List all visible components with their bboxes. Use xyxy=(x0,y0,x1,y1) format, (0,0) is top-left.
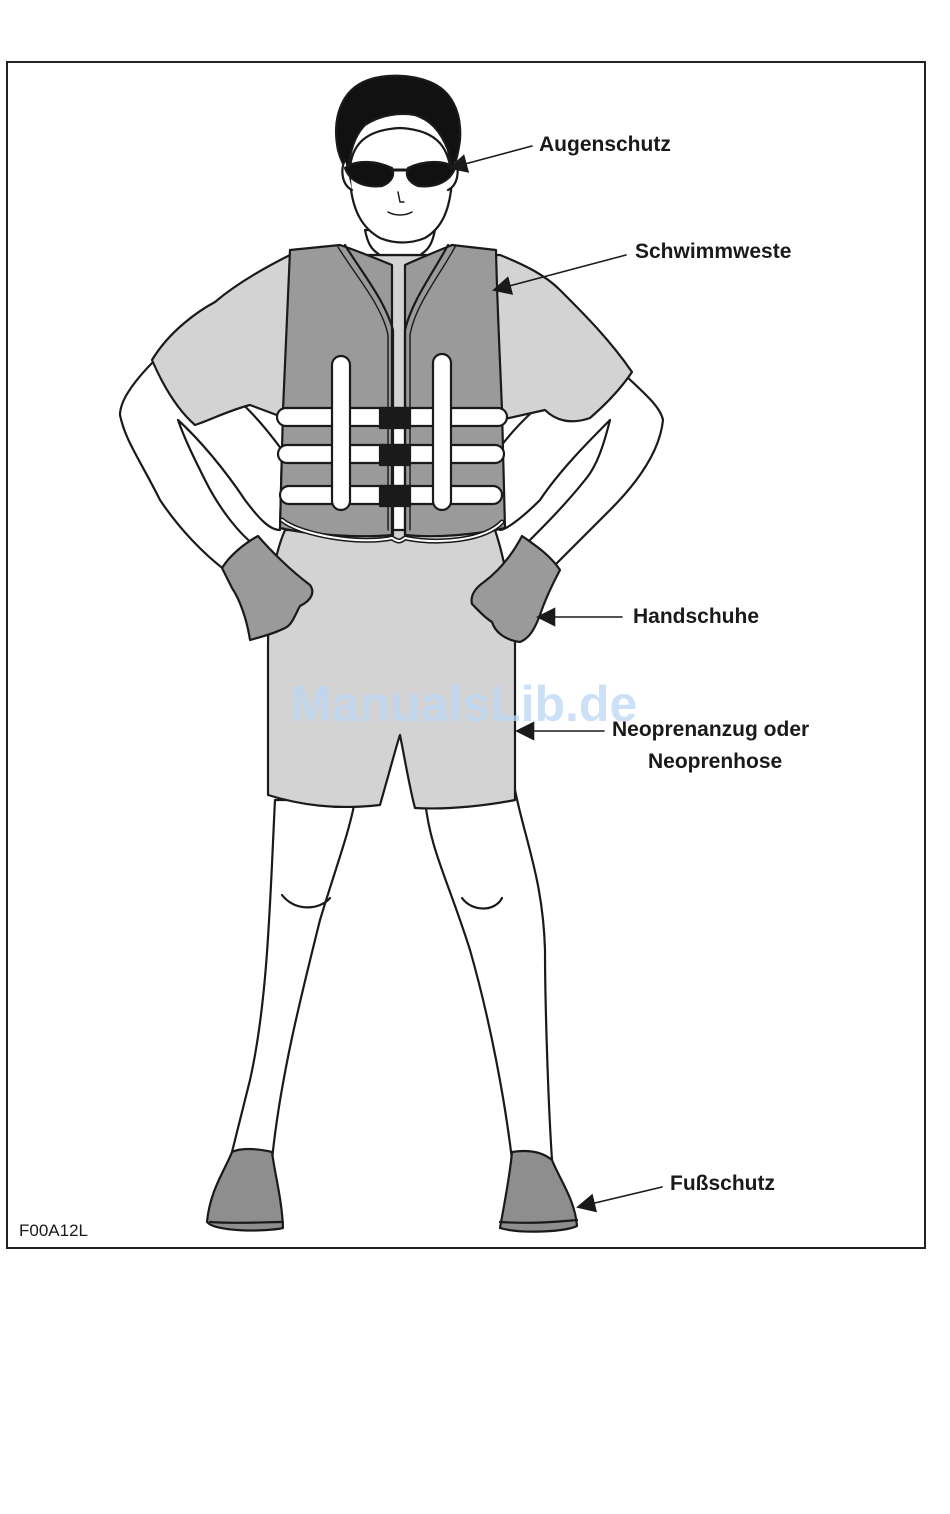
right-leg xyxy=(425,790,552,1160)
left-leg xyxy=(230,800,355,1160)
label-eye-protection: Augenschutz xyxy=(539,129,671,161)
label-foot-protection: Fußschutz xyxy=(670,1168,775,1200)
buckle-2 xyxy=(380,445,410,465)
label-wetsuit-line1: Neoprenanzug oder xyxy=(612,714,809,746)
figure-code: F00A12L xyxy=(19,1221,88,1241)
label-gloves: Handschuhe xyxy=(633,601,759,633)
leader-foot xyxy=(578,1187,662,1207)
right-shoe xyxy=(500,1151,577,1232)
wetsuit-shorts xyxy=(268,530,515,808)
label-wetsuit-line2: Neoprenhose xyxy=(648,746,782,778)
buckle-1 xyxy=(380,408,410,428)
buckle-3 xyxy=(380,486,410,506)
left-shoe xyxy=(207,1149,283,1230)
leader-eye xyxy=(450,146,532,168)
watermark: ManualsLib.de xyxy=(290,675,637,733)
label-life-vest: Schwimmweste xyxy=(635,236,791,268)
